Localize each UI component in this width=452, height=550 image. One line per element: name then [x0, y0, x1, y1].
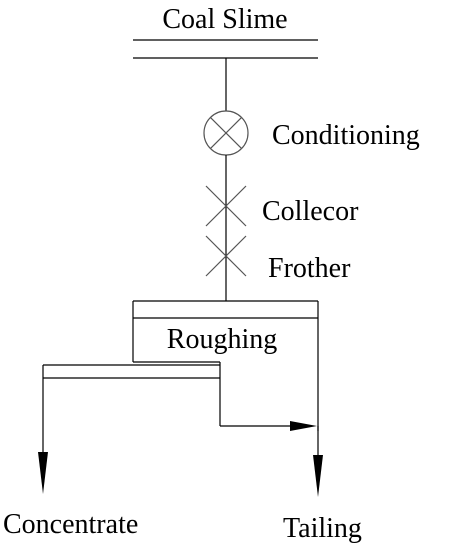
tailing-label: Tailing	[283, 513, 362, 544]
conditioning-tank-icon	[203, 110, 249, 156]
concentrate-arrow-icon	[38, 452, 48, 494]
conditioning-label: Conditioning	[272, 120, 420, 151]
frother-label: Frother	[268, 253, 351, 284]
collector-label: Collecor	[262, 196, 359, 227]
tailing-link-arrow-icon	[290, 421, 317, 431]
frother-addition-icon	[205, 235, 247, 277]
roughing-label: Roughing	[167, 324, 277, 355]
concentrate-label: Concentrate	[3, 509, 138, 540]
concentrate-launder	[43, 361, 221, 426]
feed-label: Coal Slime	[162, 4, 287, 35]
collector-addition-icon	[205, 185, 247, 227]
roughing-cell	[132, 300, 319, 431]
tailing-arrow-icon	[313, 455, 323, 497]
